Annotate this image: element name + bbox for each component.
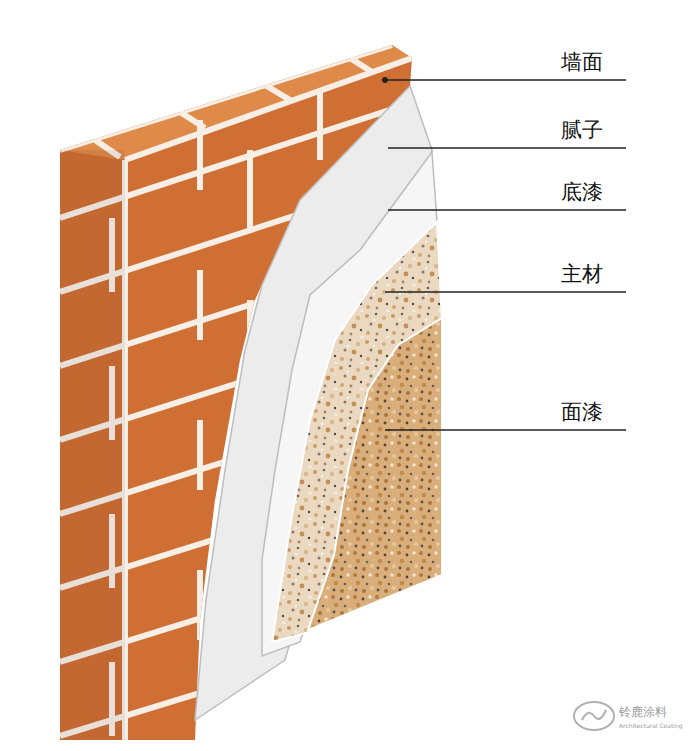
watermark: 铃鹿涂料 — [619, 706, 667, 719]
layer-label: 腻子 — [561, 119, 603, 142]
layer-label: 墙面 — [561, 51, 603, 74]
layer-label: 面漆 — [561, 401, 603, 424]
layer-label: 底漆 — [561, 181, 603, 204]
watermark: Architectural Coating — [619, 723, 683, 730]
layer-label: 主材 — [561, 263, 603, 286]
